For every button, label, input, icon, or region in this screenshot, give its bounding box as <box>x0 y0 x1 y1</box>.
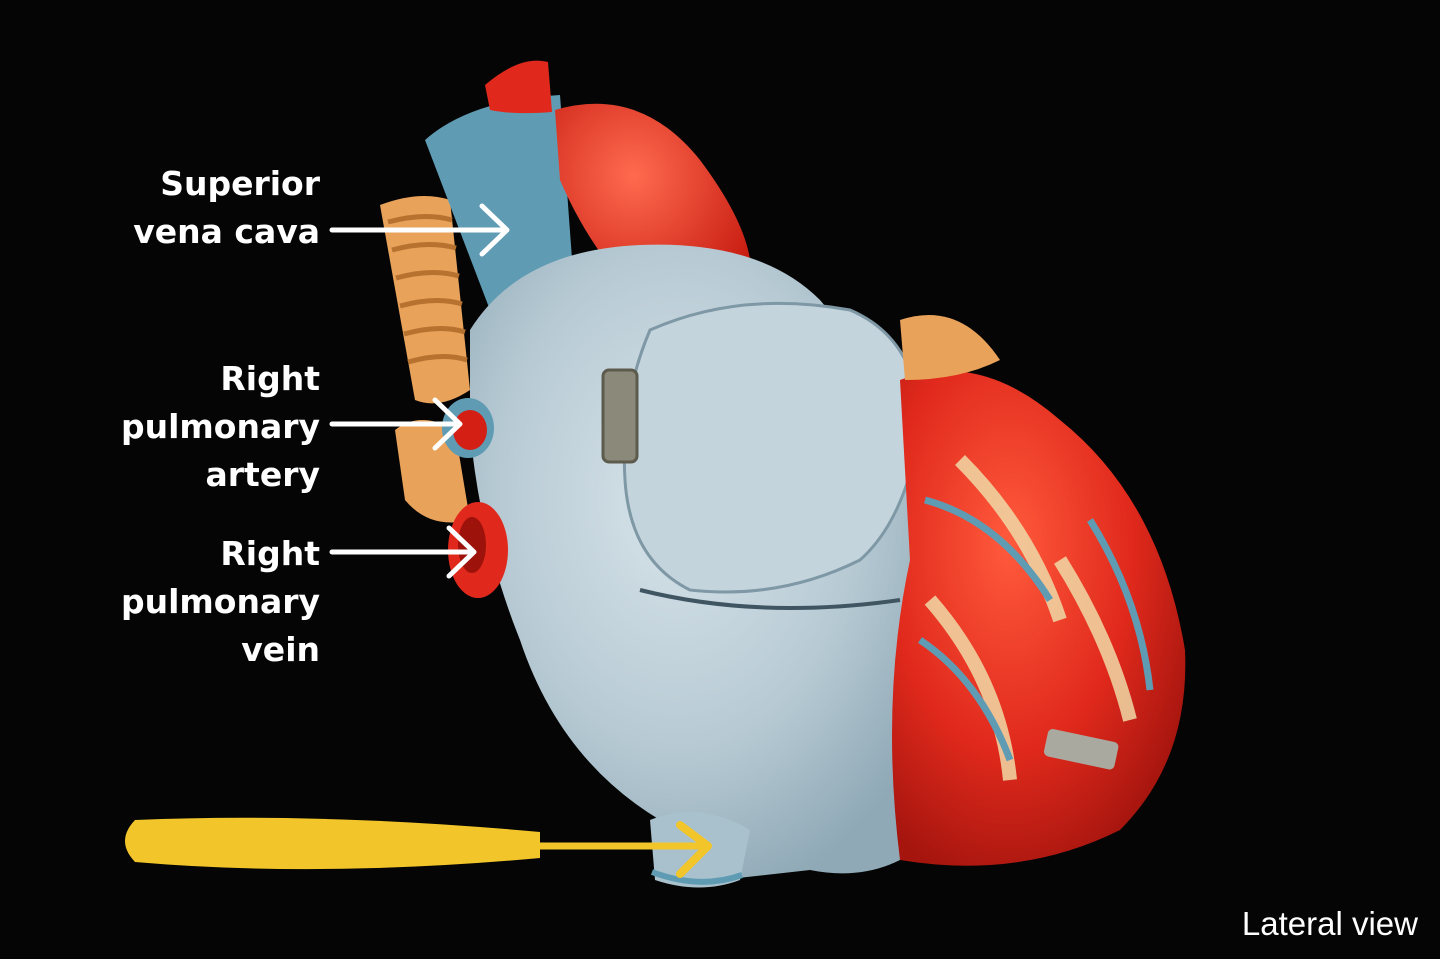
vena-cava-shape <box>425 95 575 314</box>
caption-view: Lateral view <box>1241 905 1418 942</box>
rpa-arrow <box>329 397 463 451</box>
svc-arrow <box>329 203 510 257</box>
tan-rings <box>380 196 470 523</box>
yellow-highlight-arrow <box>125 817 712 878</box>
label-right-pulmonary-vein: Right pulmonary vein <box>120 534 320 669</box>
rpv-arrow <box>329 525 477 579</box>
ventricle-shape <box>892 371 1186 866</box>
label-right-pulmonary-artery: Right pulmonary artery <box>120 359 320 494</box>
label-superior-vena-cava: Superior vena cava <box>133 164 320 251</box>
